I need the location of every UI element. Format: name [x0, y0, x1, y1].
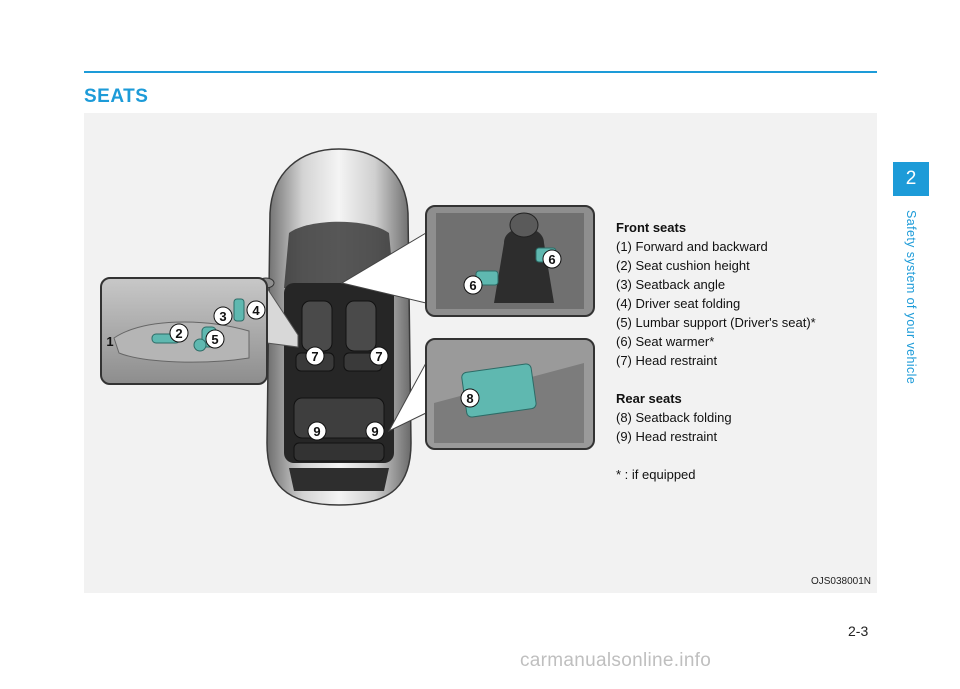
legend-item: (7) Head restraint	[616, 353, 718, 368]
callout-5: 5	[205, 329, 225, 349]
callouts: 1 2 3 4 5 6 6 7 7 8 9 9	[106, 249, 562, 441]
callout-1: 1	[106, 334, 113, 349]
callout-9a: 9	[307, 421, 327, 441]
svg-text:9: 9	[371, 424, 378, 439]
callout-7a: 7	[305, 346, 325, 366]
svg-text:3: 3	[219, 309, 226, 324]
seat-legend: Front seats (1) Forward and backward (2)…	[616, 218, 876, 484]
seats-diagram: 1 2 3 4 5 6 6 7 7 8 9 9	[100, 148, 595, 506]
callout-7b: 7	[369, 346, 389, 366]
header-rule	[84, 71, 877, 73]
callout-3: 3	[213, 306, 233, 326]
figure-code: OJS038001N	[810, 576, 871, 587]
legend-item: (1) Forward and backward	[616, 239, 768, 254]
rear-seat-inset	[387, 338, 595, 450]
legend-item: (3) Seatback angle	[616, 277, 726, 292]
svg-text:7: 7	[311, 349, 318, 364]
car-top-view	[257, 148, 421, 506]
callout-4: 4	[246, 300, 266, 320]
legend-item: (8) Seatback folding	[616, 410, 732, 425]
legend-item: (4) Driver seat folding	[616, 296, 741, 311]
chapter-title-text: Safety system of your vehicle	[904, 210, 918, 385]
svg-text:8: 8	[466, 391, 473, 406]
chapter-tab: 2	[893, 162, 929, 196]
svg-text:6: 6	[469, 278, 476, 293]
legend-footnote: * : if equipped	[616, 467, 696, 482]
svg-text:4: 4	[252, 303, 260, 318]
legend-item: (9) Head restraint	[616, 429, 718, 444]
legend-spacer	[616, 370, 876, 389]
legend-rear-heading: Rear seats	[616, 391, 682, 406]
svg-text:2: 2	[175, 326, 182, 341]
watermark: carmanualsonline.info	[520, 650, 712, 671]
callout-2: 2	[169, 323, 189, 343]
callout-8: 8	[460, 388, 480, 408]
svg-text:1: 1	[106, 334, 113, 349]
svg-text:9: 9	[313, 424, 320, 439]
legend-item: (6) Seat warmer*	[616, 334, 715, 349]
seats-illustration: 1 2 3 4 5 6 6 7 7 8 9 9 Front seats (1) …	[84, 113, 877, 593]
legend-spacer	[616, 446, 876, 465]
callout-6a: 6	[542, 249, 562, 269]
callout-6b: 6	[463, 275, 483, 295]
legend-item: (2) Seat cushion height	[616, 258, 750, 273]
section-title: SEATS	[84, 86, 149, 107]
page-number: 2-3	[848, 623, 869, 639]
svg-text:6: 6	[548, 252, 555, 267]
svg-text:7: 7	[375, 349, 382, 364]
legend-item: (5) Lumbar support (Driver's seat)*	[616, 315, 816, 330]
svg-text:5: 5	[211, 332, 218, 347]
chapter-title: Safety system of your vehicle	[893, 210, 929, 410]
legend-front-heading: Front seats	[616, 220, 687, 235]
callout-9b: 9	[365, 421, 385, 441]
